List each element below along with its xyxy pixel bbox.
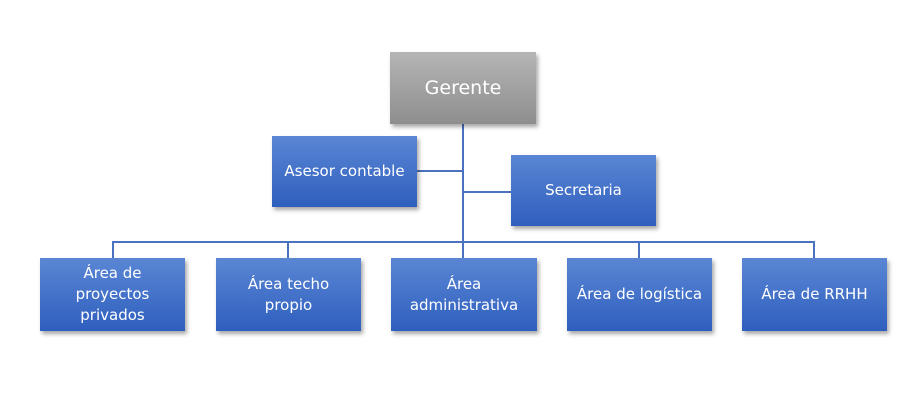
- connector-root-trunk: [462, 124, 464, 243]
- node-area-logistica: Área de logística: [567, 258, 712, 331]
- node-area-administrativa: Área administrativa: [391, 258, 537, 331]
- connector-child-4: [638, 241, 640, 258]
- node-area-rrhh: Área de RRHH: [742, 258, 887, 331]
- node-area-proyectos-privados: Área de proyectos privados: [40, 258, 185, 331]
- connector-child-2: [287, 241, 289, 258]
- connector-asesor: [417, 170, 463, 172]
- node-secretaria: Secretaria: [511, 155, 656, 226]
- connector-child-3: [462, 241, 464, 258]
- node-area-techo-propio: Área techo propio: [216, 258, 361, 331]
- node-asesor-contable: Asesor contable: [272, 136, 417, 207]
- connector-secretaria: [463, 191, 511, 193]
- node-gerente: Gerente: [390, 52, 536, 124]
- connector-child-5: [813, 241, 815, 258]
- connector-child-1: [112, 241, 114, 258]
